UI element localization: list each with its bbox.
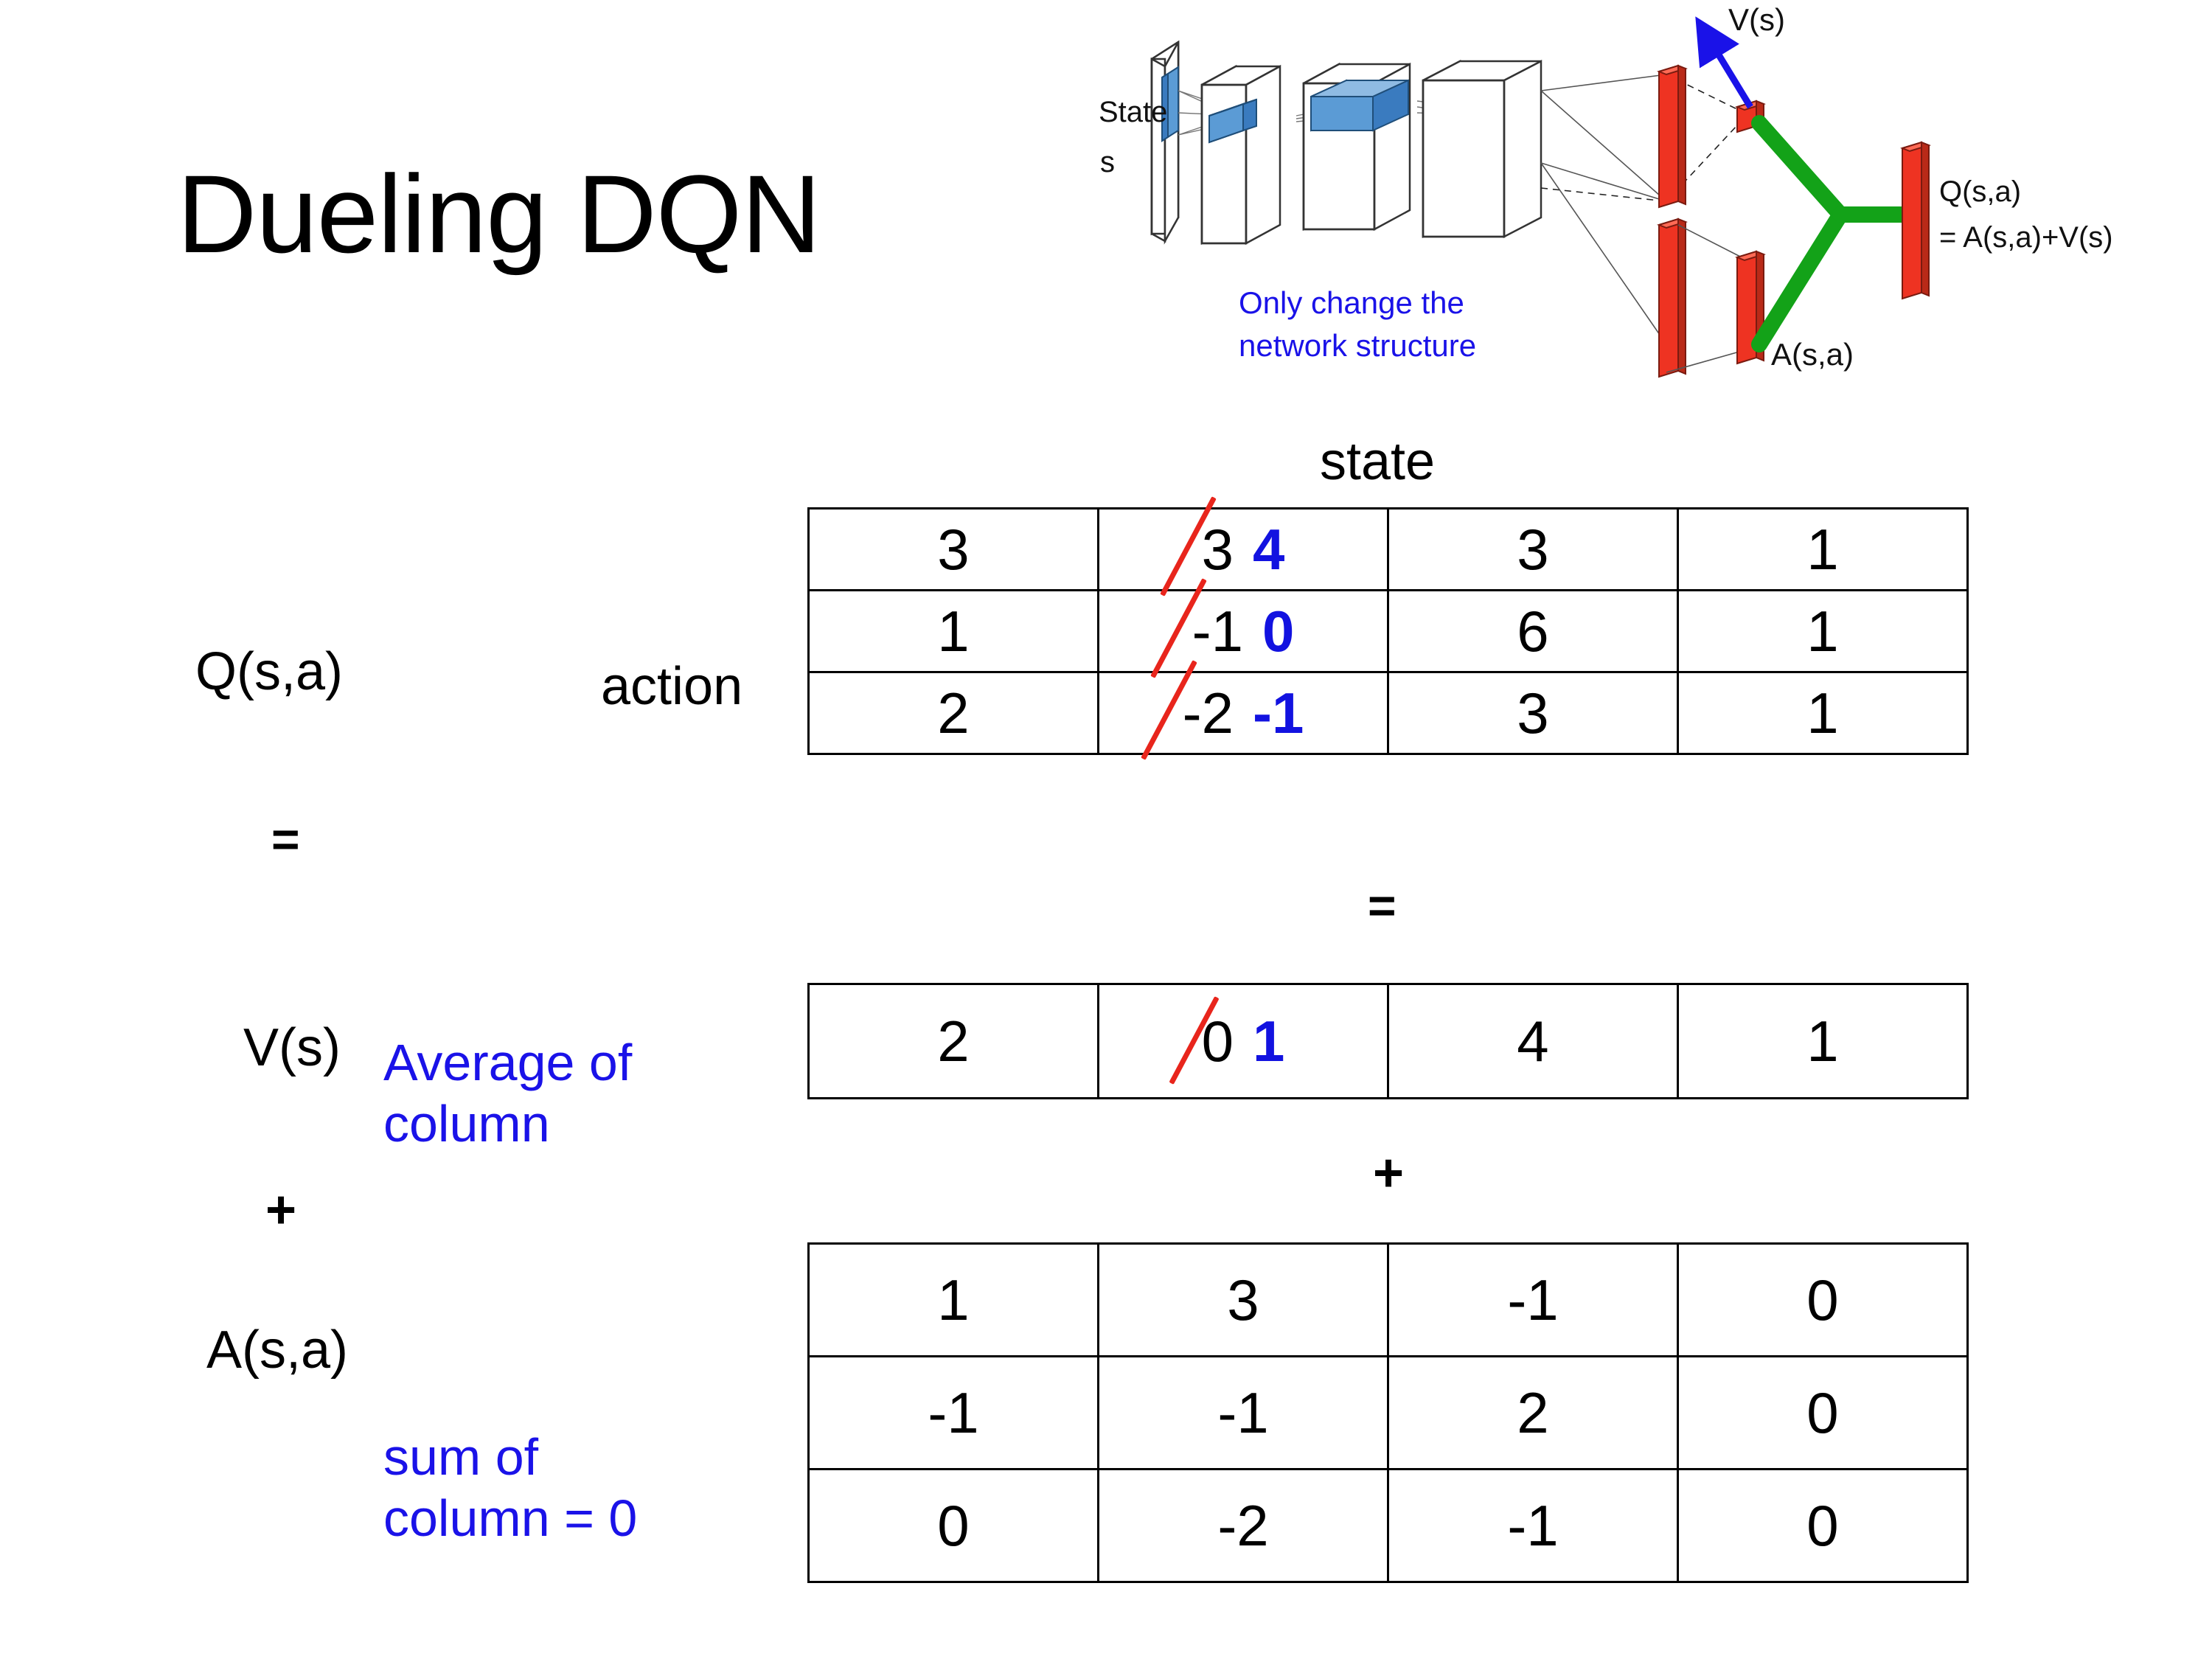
struck-old-value: -2 bbox=[1182, 680, 1234, 745]
table-cell: -1 bbox=[1097, 1355, 1389, 1470]
table-cell: -1 bbox=[1387, 1242, 1679, 1357]
table-cell: 0 bbox=[1677, 1355, 1969, 1470]
average-note-line2: column bbox=[383, 1094, 550, 1152]
table-cell: 6 bbox=[1387, 589, 1679, 673]
svg-text:V(s): V(s) bbox=[1728, 4, 1785, 37]
diagram-note-line2: network structure bbox=[1239, 328, 1476, 363]
v-function-label: V(s) bbox=[243, 1018, 341, 1077]
table-cell: 3 bbox=[1387, 671, 1679, 755]
table-cell: 1 bbox=[1677, 507, 1969, 591]
table-cell: 2 bbox=[1387, 1355, 1679, 1470]
table-cell: -2 -1 bbox=[1097, 671, 1389, 755]
equals-sign-left: = bbox=[271, 812, 302, 866]
average-note-line1: Average of bbox=[383, 1034, 633, 1091]
plus-sign-left: + bbox=[265, 1180, 297, 1239]
dueling-network-diagram: V(s) A(s,a) Sta bbox=[1099, 4, 2212, 402]
corrected-new-value: 1 bbox=[1253, 1008, 1285, 1074]
page-title: Dueling DQN bbox=[177, 152, 821, 276]
table-cell: -1 bbox=[1387, 1468, 1679, 1583]
q-function-label: Q(s,a) bbox=[195, 642, 344, 701]
table-cell: 1 bbox=[807, 589, 1099, 673]
sum-note-line1: sum of bbox=[383, 1428, 539, 1486]
table-cell: 0 bbox=[807, 1468, 1099, 1583]
table-cell: 1 bbox=[1677, 589, 1969, 673]
action-axis-label: action bbox=[601, 657, 743, 716]
state-label-line1: State bbox=[1099, 96, 1167, 128]
table-cell: -1 bbox=[807, 1355, 1099, 1470]
a-function-label: A(s,a) bbox=[206, 1321, 349, 1380]
table-cell: -1 0 bbox=[1097, 589, 1389, 673]
table-cell: 3 bbox=[1097, 1242, 1389, 1357]
table-cell: 0 bbox=[1677, 1242, 1969, 1357]
state-axis-label: state bbox=[1320, 432, 1436, 491]
struck-old-value: -1 bbox=[1192, 598, 1243, 664]
table-cell: 1 bbox=[1677, 983, 1969, 1099]
table-cell: 3 bbox=[807, 507, 1099, 591]
average-of-column-note: Average of column bbox=[383, 1032, 767, 1154]
table-cell: 1 bbox=[1677, 671, 1969, 755]
plus-sign-middle: + bbox=[1373, 1144, 1405, 1203]
sum-note-line2: column = 0 bbox=[383, 1489, 638, 1547]
struck-old-value: 3 bbox=[1201, 516, 1234, 582]
table-cell: 2 bbox=[807, 671, 1099, 755]
corrected-new-value: 4 bbox=[1253, 516, 1285, 582]
table-cell: 4 bbox=[1387, 983, 1679, 1099]
table-cell: 2 bbox=[807, 983, 1099, 1099]
struck-old-value: 0 bbox=[1201, 1008, 1234, 1074]
sum-of-column-note: sum of column = 0 bbox=[383, 1427, 796, 1548]
diagram-note-line1: Only change the bbox=[1239, 285, 1464, 320]
corrected-new-value: 0 bbox=[1262, 598, 1295, 664]
table-cell: 3 bbox=[1387, 507, 1679, 591]
table-cell: 0 bbox=[1677, 1468, 1969, 1583]
equals-sign-middle: = bbox=[1368, 878, 1398, 933]
table-cell: 1 bbox=[807, 1242, 1099, 1357]
svg-text:A(s,a): A(s,a) bbox=[1771, 337, 1854, 372]
table-cell: -2 bbox=[1097, 1468, 1389, 1583]
q-output-line1: Q(s,a) bbox=[1939, 175, 2021, 208]
q-output-line2: = A(s,a)+V(s) bbox=[1939, 221, 2113, 254]
corrected-new-value: -1 bbox=[1253, 680, 1304, 745]
state-label-line2: s bbox=[1100, 146, 1115, 178]
